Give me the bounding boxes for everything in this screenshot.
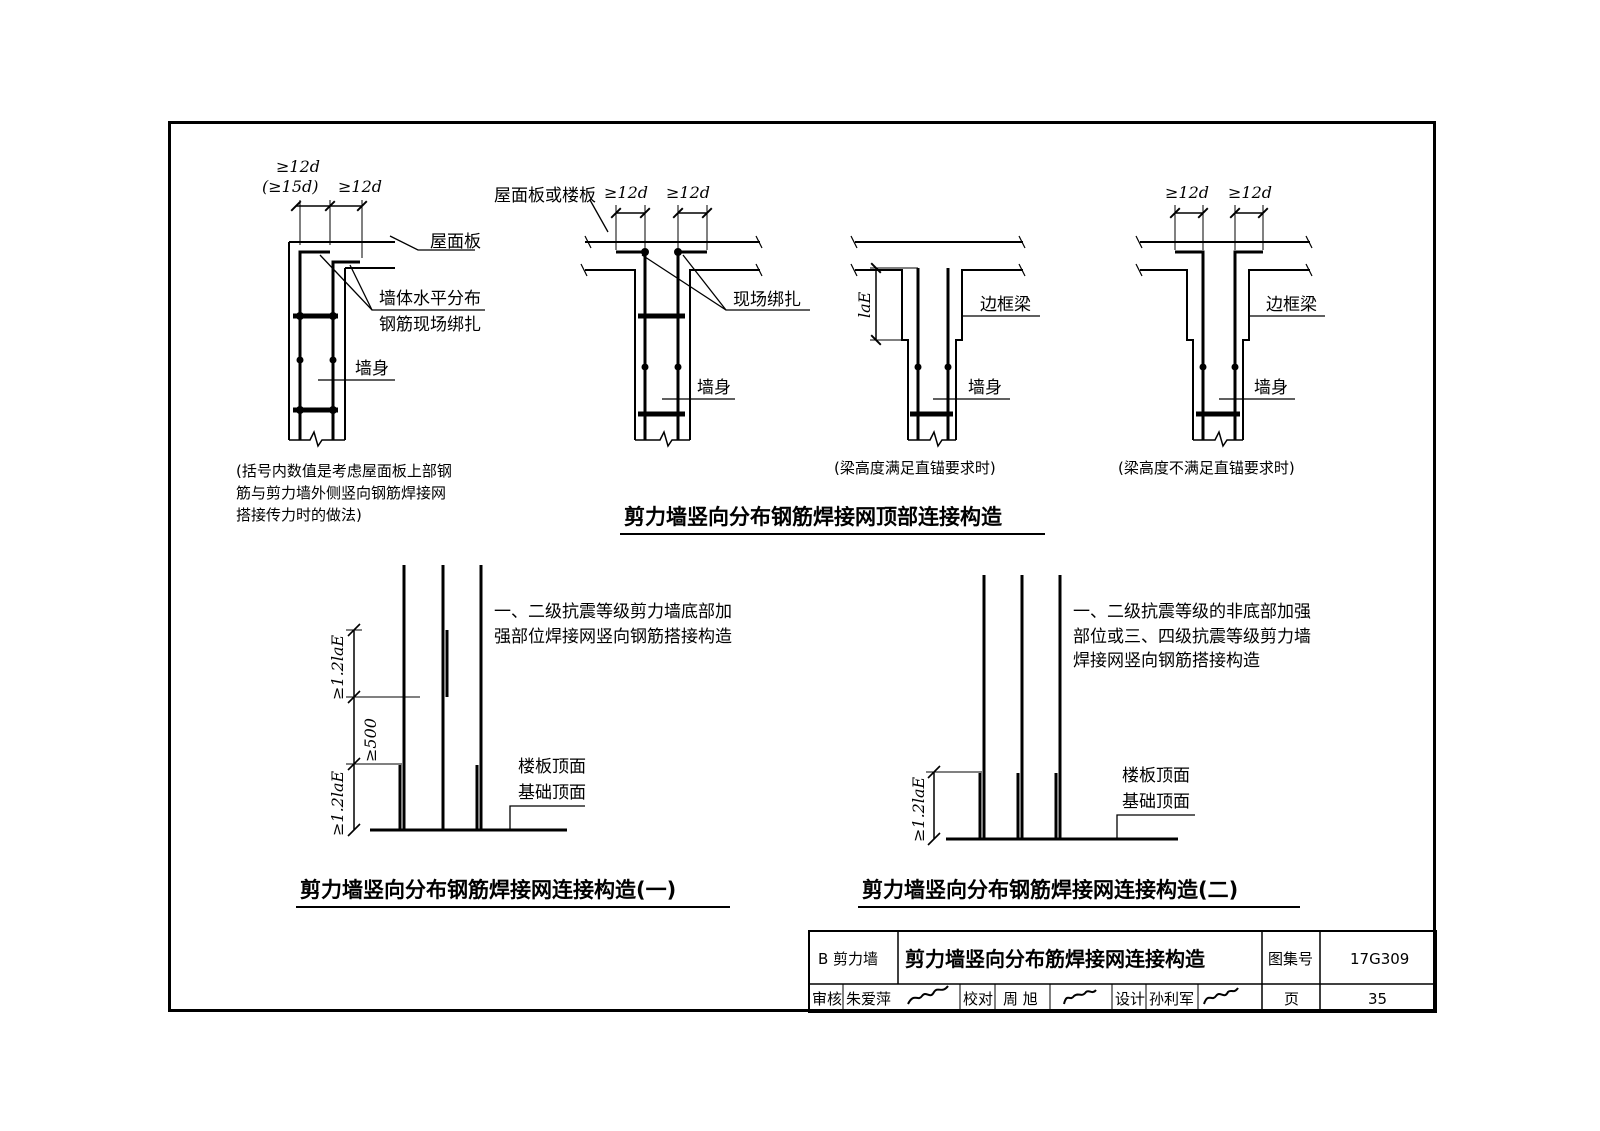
- roof-slab-label: 屋面板: [430, 232, 481, 252]
- designer-signature: [1203, 987, 1239, 1005]
- caption-straight-anchor: (梁高度满足直锚要求时): [834, 459, 996, 477]
- break-mark: [908, 429, 956, 448]
- bar-dot: [329, 356, 337, 364]
- atlas-number: 17G309: [1350, 950, 1409, 968]
- break-mark: [635, 429, 690, 448]
- dim-12lae-lower: ≥1.2laE: [328, 770, 347, 836]
- lap-note-line1: 一、二级抗震等级的非底部加强: [1073, 602, 1311, 622]
- detail-edge-beam-straight: [850, 235, 1040, 448]
- title-block-border: [808, 930, 1437, 1013]
- bar-dot: [296, 406, 304, 414]
- break-mark: [1135, 235, 1313, 277]
- leader-line: [682, 254, 727, 311]
- beam-left-face: [1140, 269, 1194, 440]
- designer-name: 孙利军: [1149, 990, 1194, 1008]
- bar-dot: [674, 363, 682, 371]
- wall-body-label: 墙身: [968, 378, 1002, 398]
- leader-line: [1116, 814, 1195, 839]
- site-tie-label: 现场绑扎: [733, 290, 801, 310]
- checker-signature: [1063, 989, 1097, 1005]
- slab-bottom-left: [585, 269, 636, 440]
- edge-beam-label: 边框梁: [980, 295, 1031, 315]
- right-vertical-bar: [1233, 250, 1263, 440]
- floor-top-label: 楼板顶面: [518, 757, 586, 777]
- lap-note-line2: 部位或三、四级抗震等级剪力墙: [1073, 627, 1311, 647]
- section-label: B 剪力墙: [818, 950, 878, 968]
- break-mark: [850, 235, 1026, 277]
- page-label: 页: [1284, 990, 1299, 1008]
- foundation-top-label: 基础顶面: [1122, 792, 1190, 812]
- page-number: 35: [1368, 990, 1387, 1008]
- dim-12d-right: ≥12d: [338, 177, 382, 196]
- bar-dot: [641, 363, 649, 371]
- reviewer-signature: [907, 985, 949, 1005]
- break-mark: [289, 429, 345, 448]
- bar-dot: [1231, 363, 1239, 371]
- detail-lap-bottom-strengthened: [346, 565, 585, 837]
- drawing-frame: [168, 121, 1436, 1012]
- caption-bent-anchor: (梁高度不满足直锚要求时): [1118, 459, 1295, 477]
- foundation-top-label: 基础顶面: [518, 783, 586, 803]
- note-line3: 搭接传力时的做法): [236, 506, 362, 524]
- beam-right-face: [955, 269, 1023, 440]
- lae-dimension: laE: [855, 291, 874, 318]
- check-label: 校对: [963, 990, 993, 1008]
- drawing-title: 剪力墙竖向分布筋焊接网连接构造: [905, 947, 1206, 971]
- detail-roof-corner: [288, 200, 485, 448]
- checker-name: 周 旭: [1003, 990, 1038, 1008]
- detail-slab-tee: [580, 199, 810, 448]
- break-mark: [580, 235, 763, 277]
- bar-dot: [1199, 363, 1207, 371]
- beam-right-face: [1242, 269, 1310, 440]
- wall-body-label: 墙身: [697, 378, 731, 398]
- bar-dot: [329, 406, 337, 414]
- reviewer-name: 朱爱萍: [846, 990, 891, 1008]
- bar-dot: [914, 363, 922, 371]
- lap-note-line2: 强部位焊接网竖向钢筋搭接构造: [494, 627, 732, 647]
- leader-line: [509, 805, 585, 830]
- design-label: 设计: [1115, 990, 1145, 1008]
- dim-12d-left: ≥12d: [1165, 183, 1209, 202]
- inner-vertical-bar: [331, 260, 360, 440]
- detail-lap-non-strengthened: [926, 575, 1195, 846]
- bar-dot: [296, 356, 304, 364]
- dim-12lae: ≥1.2laE: [909, 776, 928, 842]
- bar-dot: [329, 312, 337, 320]
- left-vertical-bar: [1175, 250, 1205, 440]
- dim-12d-top: ≥12d: [276, 157, 320, 176]
- bottom-title-1: 剪力墙竖向分布钢筋焊接网连接构造(一): [300, 878, 676, 902]
- break-mark: [1193, 429, 1243, 448]
- lap-note-line1: 一、二级抗震等级剪力墙底部加: [494, 602, 732, 622]
- leader-line: [589, 199, 609, 233]
- atlas-number-label: 图集号: [1268, 950, 1313, 968]
- leader-line: [349, 264, 373, 311]
- dim-12lae-upper: ≥1.2laE: [328, 634, 347, 700]
- lap-note-line3: 焊接网竖向钢筋搭接构造: [1073, 651, 1260, 671]
- wall-body-label: 墙身: [1254, 378, 1288, 398]
- dim-12d-right: ≥12d: [666, 183, 710, 202]
- note-line2: 筋与剪力墙外侧竖向钢筋焊接网: [236, 484, 446, 502]
- dim-500: ≥500: [361, 718, 380, 762]
- bar-dot: [296, 312, 304, 320]
- detail-edge-beam-bent: [1135, 205, 1325, 448]
- slab-bottom-right: [689, 269, 760, 440]
- tie-label-line1: 墙体水平分布: [379, 289, 481, 309]
- floor-top-label: 楼板顶面: [1122, 766, 1190, 786]
- note-line1: (括号内数值是考虑屋面板上部钢: [236, 462, 452, 480]
- top-section-title: 剪力墙竖向分布钢筋焊接网顶部连接构造: [624, 505, 1003, 529]
- review-label: 审核: [812, 990, 842, 1008]
- dim-12d-right: ≥12d: [1228, 183, 1272, 202]
- tie-label-line2: 钢筋现场绑扎: [379, 315, 481, 335]
- dim-12d-left: ≥12d: [604, 183, 648, 202]
- leader-line: [389, 235, 475, 251]
- outer-vertical-bar: [298, 250, 330, 440]
- edge-beam-label: 边框梁: [1266, 295, 1317, 315]
- bar-dot: [944, 363, 952, 371]
- wall-body-label: 墙身: [355, 359, 389, 379]
- title-block: [808, 930, 1437, 1013]
- slab-label: 屋面板或楼板: [494, 186, 596, 206]
- dim-15d: (≥15d): [262, 177, 319, 196]
- bottom-title-2: 剪力墙竖向分布钢筋焊接网连接构造(二): [862, 878, 1238, 902]
